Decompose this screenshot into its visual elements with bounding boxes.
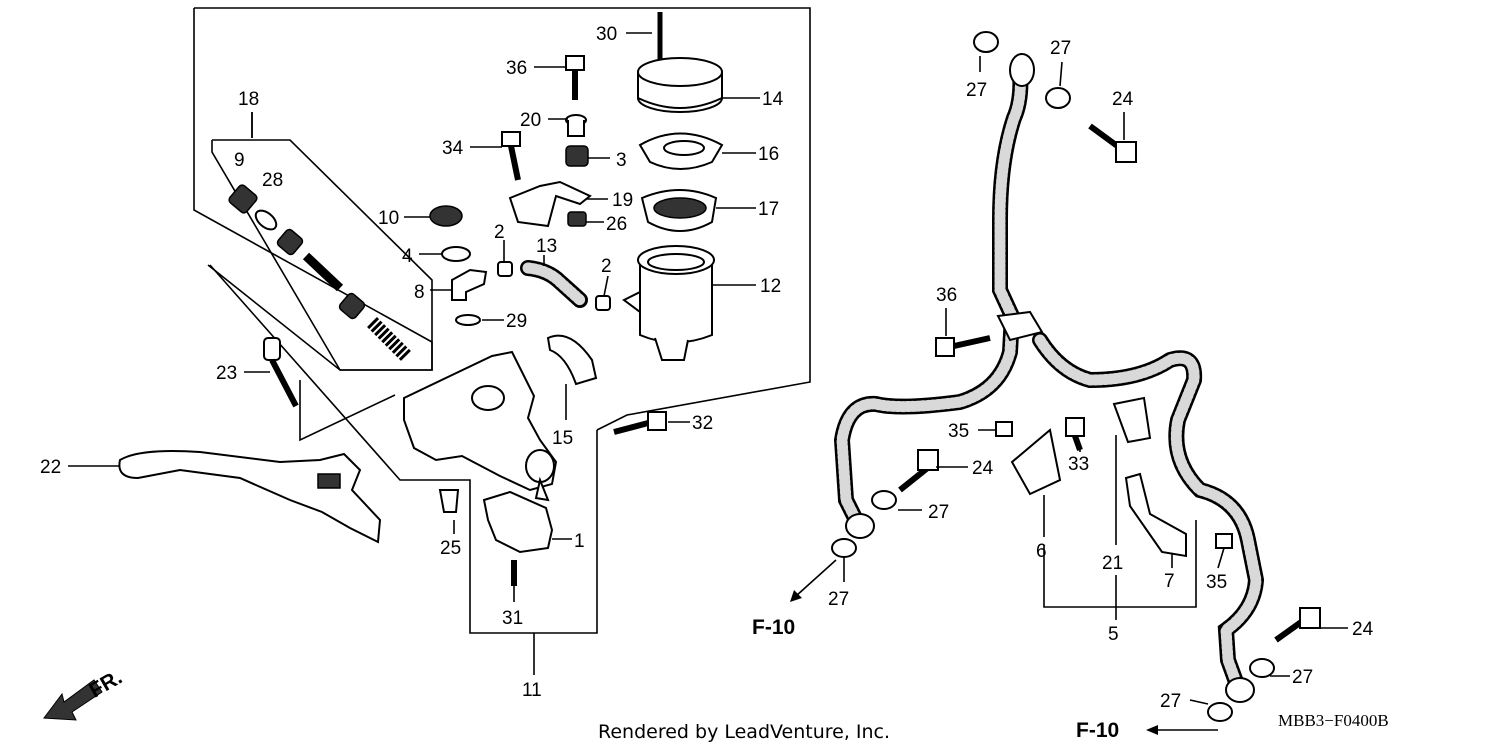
reference-f10-left: F-10 [752,616,795,639]
label-part-10: 10 [378,208,399,229]
label-part-13: 13 [536,236,557,257]
label-part-35a: 35 [948,421,969,442]
label-part-34: 34 [442,138,464,159]
label-part-17: 17 [758,199,779,220]
label-part-1: 1 [574,531,585,552]
stay-19 [508,180,592,228]
label-part-32: 32 [692,413,713,434]
label-part-9: 9 [234,150,245,171]
label-part-27f: 27 [1160,691,1181,712]
part-labels: 1 2 2 3 4 5 6 7 8 9 10 11 12 13 14 15 16… [40,24,1374,712]
diaphragm-17 [640,189,756,232]
f10-arrows [790,559,1218,735]
label-part-21: 21 [1102,553,1123,574]
label-part-3: 3 [616,150,627,171]
label-part-33: 33 [1068,454,1089,475]
right-bolts-washers [831,31,1321,722]
label-part-27c: 27 [928,502,949,523]
label-part-2b: 2 [601,256,612,277]
label-part-2a: 2 [494,222,505,243]
hose-clips-2 [497,261,611,311]
label-part-27b: 27 [1050,38,1071,59]
label-part-8: 8 [414,282,425,303]
label-part-19: 19 [612,190,633,211]
reference-f10-right: F-10 [1076,719,1119,742]
label-part-24b: 24 [972,458,994,479]
label-part-23: 23 [216,363,237,384]
label-part-24a: 24 [1112,89,1134,110]
reservoir-hose-13 [520,260,588,308]
label-part-27e: 27 [1292,667,1313,688]
label-part-14: 14 [762,89,784,110]
label-part-16: 16 [758,144,779,165]
leader-lines [68,32,1348,705]
label-part-12: 12 [760,276,781,297]
reservoir-cap-14 [637,57,760,113]
label-part-31: 31 [502,608,523,629]
label-part-11: 11 [522,680,542,701]
label-part-35b: 35 [1206,572,1227,593]
label-part-29: 29 [506,311,527,332]
brake-hoses [833,53,1265,703]
reservoir-12 [622,245,756,361]
master-cylinder [403,334,598,502]
label-part-15: 15 [552,428,573,449]
label-part-25: 25 [440,538,461,559]
brake-switch-1 [482,490,554,554]
label-part-5: 5 [1108,624,1119,645]
label-part-6: 6 [1036,541,1047,562]
label-part-4: 4 [402,246,413,267]
bolts [263,12,667,586]
label-part-30: 30 [596,24,617,45]
label-part-20: 20 [520,110,541,131]
label-part-36b: 36 [936,285,957,306]
diaphragm-plate-16 [638,132,756,170]
label-part-26: 26 [606,214,627,235]
label-part-18: 18 [238,89,259,110]
label-part-24c: 24 [1352,619,1374,640]
credit-text: Rendered by LeadVenture, Inc. [598,721,890,743]
label-part-36a: 36 [506,58,527,79]
piston-kit-18 [228,184,411,361]
front-arrow-icon: FR. [43,666,126,721]
label-part-27d: 27 [828,589,849,610]
label-part-22: 22 [40,457,61,478]
small-parts [429,114,589,513]
clamps-6-7-21 [1010,396,1187,558]
diagram-code: MBB3−F0400B [1278,711,1389,730]
label-part-28: 28 [262,170,283,191]
brake-lever-22 [118,450,382,544]
label-part-7: 7 [1164,571,1175,592]
label-part-27a: 27 [966,80,987,101]
